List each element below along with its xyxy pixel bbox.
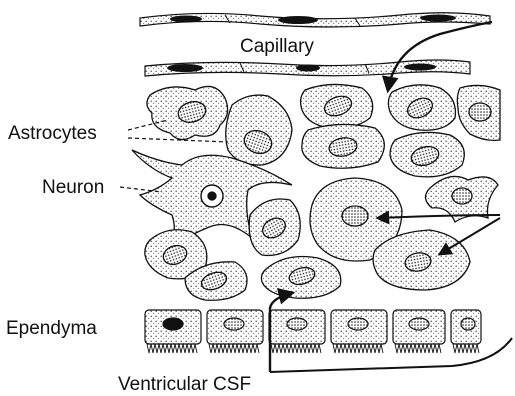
neuron-label: Neuron xyxy=(42,177,104,198)
capillary-wall-bottom xyxy=(145,60,470,76)
cells xyxy=(132,84,500,300)
ependymal-cell xyxy=(393,310,445,344)
ependymal-cell xyxy=(145,310,201,344)
capillary-to-tissue-arrow xyxy=(388,22,492,90)
ventricular-csf-label: Ventricular CSF xyxy=(118,374,251,395)
ependymal-cell xyxy=(269,310,325,344)
capillary-label: Capillary xyxy=(240,36,314,57)
ependymal-cell xyxy=(207,310,263,344)
cilia xyxy=(147,344,479,353)
astrocytes-label: Astrocytes xyxy=(8,123,97,144)
ependymal-cell xyxy=(331,310,387,344)
ependymal-cell xyxy=(451,310,481,344)
ependyma-layer xyxy=(145,310,481,353)
ependyma-label: Ependyma xyxy=(6,318,97,339)
astrocyte-cell xyxy=(226,95,292,165)
capillary-wall-top xyxy=(140,13,490,27)
